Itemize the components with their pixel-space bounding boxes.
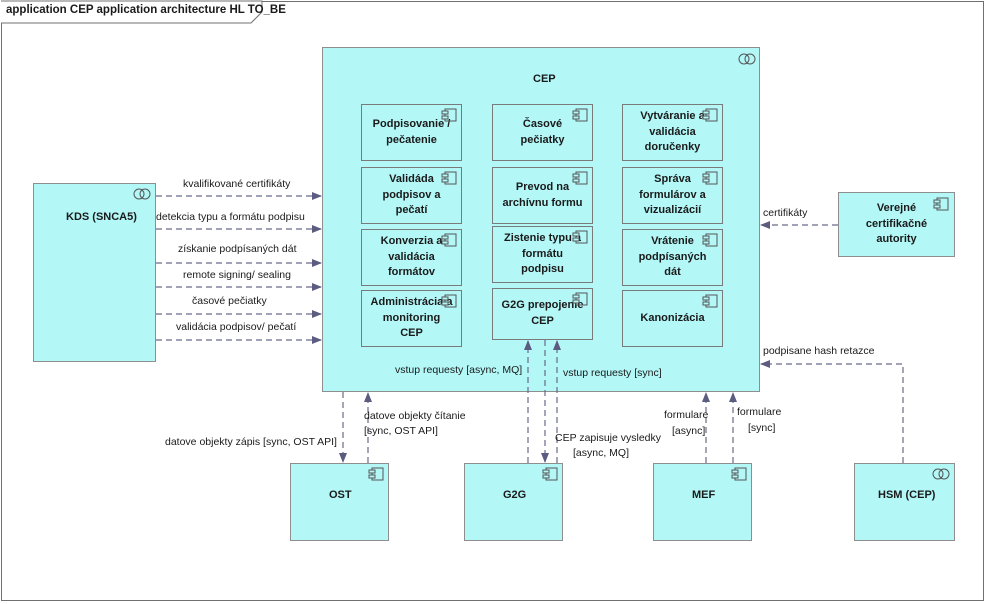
label-cep-vysledky-1: CEP zapisuje vysledky xyxy=(555,432,662,444)
label-cep-vysledky-2: [async, MQ] xyxy=(573,447,630,459)
kds-node[interactable] xyxy=(33,183,156,362)
hsm-label: HSM (CEP) xyxy=(878,489,936,501)
label-mef-sync-2: [sync] xyxy=(748,422,776,434)
label-detekcia: detekcia typu a formátu podpisu xyxy=(156,211,305,223)
label-ost-zapis: datove objekty zápis [sync, OST API] xyxy=(165,436,337,448)
component-icon xyxy=(542,467,558,481)
component-icon xyxy=(572,171,588,185)
ost-label: OST xyxy=(329,489,352,501)
edge-hash xyxy=(760,360,904,463)
label-vstup-sync: vstup requesty [sync] xyxy=(563,367,662,379)
component-g2g-prepojenie[interactable]: G2G prepojenie CEP xyxy=(492,288,593,340)
component-icon xyxy=(441,108,457,122)
label-ost-citanie-2: [sync, OST API] xyxy=(364,425,438,437)
label-certifikaty: certifikáty xyxy=(763,207,808,219)
component-icon xyxy=(702,294,718,308)
label-mef-async-2: [async] xyxy=(672,425,706,437)
label-mef-async-1: formulare xyxy=(664,409,709,421)
label-ost-citanie-1: datove objekty čítanie xyxy=(364,410,466,422)
g2g-label: G2G xyxy=(503,489,527,501)
cep-label: CEP xyxy=(533,73,556,85)
label-casove: časové pečiatky xyxy=(192,295,267,307)
component-icon xyxy=(441,171,457,185)
label-vstup-async: vstup requesty [async, MQ] xyxy=(395,364,523,376)
component-konverzia[interactable]: Konverzia a validácia formátov xyxy=(361,229,462,286)
component-icon xyxy=(702,233,718,247)
component-dorucenka[interactable]: Vytváranie a validácia doručenky xyxy=(622,104,723,161)
label-remote: remote signing/ sealing xyxy=(183,269,291,281)
label-kvalifikovane: kvalifikované certifikáty xyxy=(183,178,291,190)
service-icon xyxy=(932,468,950,480)
component-icon xyxy=(731,467,747,481)
component-icon xyxy=(572,108,588,122)
verejne-autority-label: Verejné certifikačné autority xyxy=(865,201,928,246)
label-mef-sync-1: formulare xyxy=(737,406,782,418)
label-validacia: validácia podpisov/ pečatí xyxy=(176,321,297,333)
mef-label: MEF xyxy=(692,489,716,501)
component-icon xyxy=(702,108,718,122)
hsm-node[interactable] xyxy=(854,463,955,541)
component-icon xyxy=(368,467,384,481)
label-ziskanie: získanie podpísaných dát xyxy=(178,243,297,255)
component-icon xyxy=(572,230,588,244)
service-icon xyxy=(133,188,151,200)
component-icon xyxy=(702,171,718,185)
service-icon xyxy=(738,53,756,65)
component-icon xyxy=(572,292,588,306)
kds-label: KDS (SNCA5) xyxy=(66,211,137,223)
diagram-title: application CEP application architecture… xyxy=(6,4,286,16)
label-hash: podpisane hash retazce xyxy=(763,345,875,357)
component-icon xyxy=(933,197,949,211)
component-icon xyxy=(441,233,457,247)
component-icon xyxy=(441,294,457,308)
